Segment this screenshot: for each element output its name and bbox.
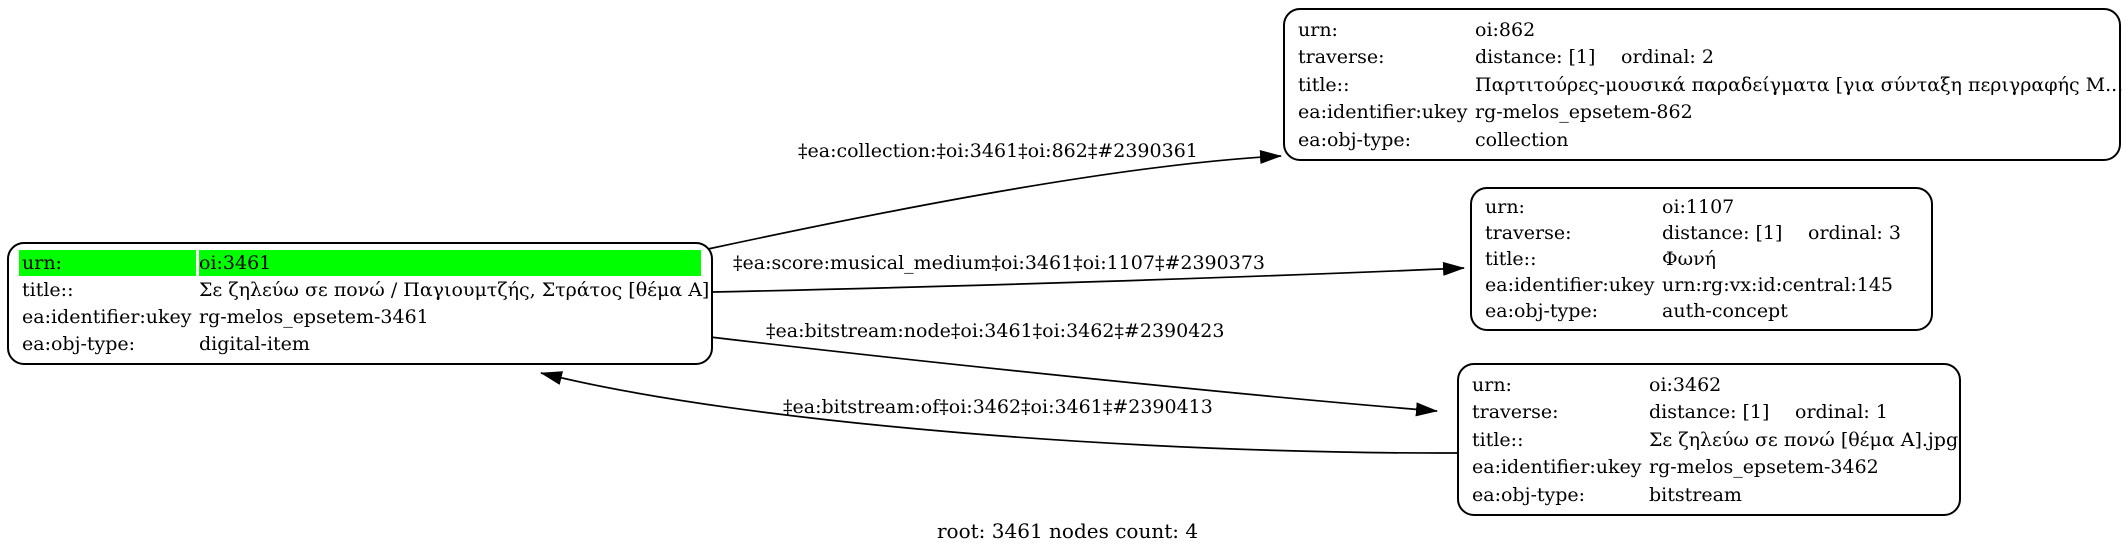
node-row-urn: urn: oi:3461 <box>19 250 701 276</box>
row-label: title:: <box>1485 248 1537 270</box>
graph-node-oi-1107: urn: oi:1107 traverse: distance: [1] ordi… <box>1470 187 1933 331</box>
node-row-obj-type: ea:obj-type: collection <box>1295 127 2109 153</box>
node-row-traverse: traverse: distance: [1] ordinal: 2 <box>1295 44 2109 70</box>
row-value: oi:862 <box>1475 18 1536 41</box>
edge-line-bitstream-of <box>540 371 1458 454</box>
row-value: rg-melos_epsetem-3461 <box>199 306 429 328</box>
row-value: Παρτιτούρες-μουσικά παραδείγματα [για σύ… <box>1475 73 2124 96</box>
row-value: urn:rg:vx:id:central:145 <box>1662 274 1894 296</box>
edge-line-collection <box>707 150 1282 250</box>
edge-label-score-musical-medium: ‡ea:score:musical_medium‡oi:3461‡oi:1107… <box>733 252 1265 274</box>
traverse-distance: distance: [1] <box>1662 222 1783 244</box>
row-value: Φωνή <box>1662 248 1717 270</box>
node-row-traverse: traverse: distance: [1] ordinal: 3 <box>1482 220 1921 246</box>
node-row-obj-type: ea:obj-type: bitstream <box>1469 482 1949 508</box>
traverse-ordinal: ordinal: 3 <box>1808 222 1901 244</box>
traverse-ordinal: ordinal: 2 <box>1621 46 1714 68</box>
row-label: ea:identifier:ukey <box>1298 101 1468 123</box>
row-value: Σε ζηλεύω σε πονώ [θέμα Α].jpg <box>1649 428 1959 451</box>
row-label: ea:identifier:ukey <box>1485 274 1655 296</box>
node-row-urn: urn: oi:3462 <box>1469 372 1949 398</box>
graph-node-oi-3462: urn: oi:3462 traverse: distance: [1] ordi… <box>1457 363 1961 516</box>
row-value: bitstream <box>1649 483 1742 506</box>
row-label: traverse: <box>1472 401 1559 423</box>
node-row-urn: urn: oi:862 <box>1295 17 2109 43</box>
node-row-title: title:: Παρτιτούρες-μουσικά παραδείγματα… <box>1295 72 2123 98</box>
traverse-distance: distance: [1] <box>1649 401 1770 423</box>
node-row-obj-type: ea:obj-type: digital-item <box>19 331 701 357</box>
row-value: distance: [1] ordinal: 1 <box>1649 399 1949 425</box>
graph-footer-label: root: 3461 nodes count: 4 <box>937 519 1199 543</box>
row-label: traverse: <box>1485 222 1572 244</box>
graph-node-oi-3461: urn: oi:3461 title:: Σε ζηλεύω σε πονώ /… <box>7 242 713 365</box>
traverse-distance: distance: [1] <box>1475 46 1596 68</box>
graph-node-oi-862: urn: oi:862 traverse: distance: [1] ordin… <box>1283 8 2123 161</box>
row-label: urn: <box>19 250 196 276</box>
node-row-identifier: ea:identifier:ukey rg-melos_epsetem-862 <box>1295 99 2109 125</box>
row-label: title:: <box>22 279 74 301</box>
node-row-traverse: traverse: distance: [1] ordinal: 1 <box>1469 399 1949 425</box>
row-label: urn: <box>1472 373 1512 396</box>
row-label: ea:obj-type: <box>1485 300 1599 322</box>
row-label: ea:obj-type: <box>22 333 136 355</box>
node-row-identifier: ea:identifier:ukey rg-melos_epsetem-3461 <box>19 304 701 330</box>
row-label: title:: <box>1298 73 1350 96</box>
row-label: ea:obj-type: <box>1472 483 1586 506</box>
node-row-title: title:: Σε ζηλεύω σε πονώ [θέμα Α].jpg <box>1469 427 1958 453</box>
node-row-identifier: ea:identifier:ukey rg-melos_epsetem-3462 <box>1469 454 1949 480</box>
row-value: distance: [1] ordinal: 3 <box>1662 220 1921 246</box>
edge-label-bitstream-node: ‡ea:bitstream:node‡oi:3461‡oi:3462‡#2390… <box>766 320 1225 342</box>
row-label: urn: <box>1485 196 1525 218</box>
node-row-obj-type: ea:obj-type: auth-concept <box>1482 298 1921 324</box>
row-label: urn: <box>1298 18 1338 41</box>
node-row-identifier: ea:identifier:ukey urn:rg:vx:id:central:… <box>1482 272 1921 298</box>
row-value: distance: [1] ordinal: 2 <box>1475 44 2109 70</box>
edge-label-collection: ‡ea:collection:‡oi:3461‡oi:862‡#2390361 <box>798 140 1198 162</box>
row-label: ea:obj-type: <box>1298 128 1412 151</box>
edge-line-bitstream-node <box>709 336 1438 417</box>
row-value: auth-concept <box>1662 300 1788 322</box>
row-value: rg-melos_epsetem-3462 <box>1649 456 1879 478</box>
row-value: rg-melos_epsetem-862 <box>1475 101 1693 123</box>
row-label: ea:identifier:ukey <box>22 306 192 328</box>
row-value: digital-item <box>199 333 310 355</box>
node-row-title: title:: Σε ζηλεύω σε πονώ / Παγιουμτζής,… <box>19 277 709 303</box>
edge-line-score-musical-medium <box>712 261 1465 293</box>
edge-label-bitstream-of: ‡ea:bitstream:of‡oi:3462‡oi:3461‡#239041… <box>783 396 1213 418</box>
row-value: oi:1107 <box>1662 196 1735 218</box>
row-value: Σε ζηλεύω σε πονώ / Παγιουμτζής, Στράτος… <box>199 279 710 301</box>
node-row-urn: urn: oi:1107 <box>1482 194 1921 220</box>
row-label: traverse: <box>1298 46 1385 68</box>
node-row-title: title:: Φωνή <box>1482 246 1921 272</box>
traverse-ordinal: ordinal: 1 <box>1795 401 1888 423</box>
row-value: oi:3462 <box>1649 373 1722 396</box>
row-label: ea:identifier:ukey <box>1472 456 1642 478</box>
row-value: collection <box>1475 128 1569 151</box>
row-label: title:: <box>1472 428 1524 451</box>
row-value: oi:3461 <box>199 250 701 276</box>
